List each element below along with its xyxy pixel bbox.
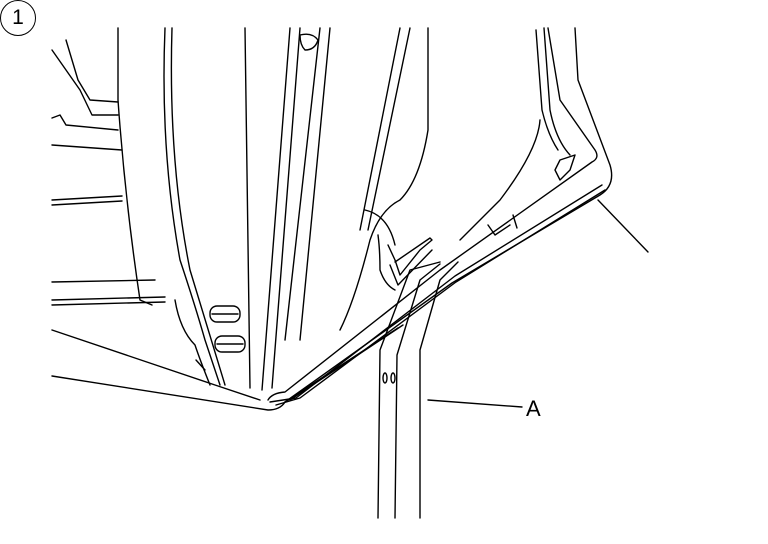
- tool-a: [377, 261, 459, 519]
- callout-tool-a: A: [526, 396, 541, 421]
- callout-1-number: 1: [12, 6, 24, 29]
- door-frame: [163, 27, 429, 391]
- left-body-structure: [51, 27, 166, 306]
- drain-holes: [209, 305, 246, 353]
- weatherstrip-part-1: [51, 27, 613, 411]
- leader-lines: [427, 199, 649, 408]
- callout-part-1: 1: [0, 0, 36, 36]
